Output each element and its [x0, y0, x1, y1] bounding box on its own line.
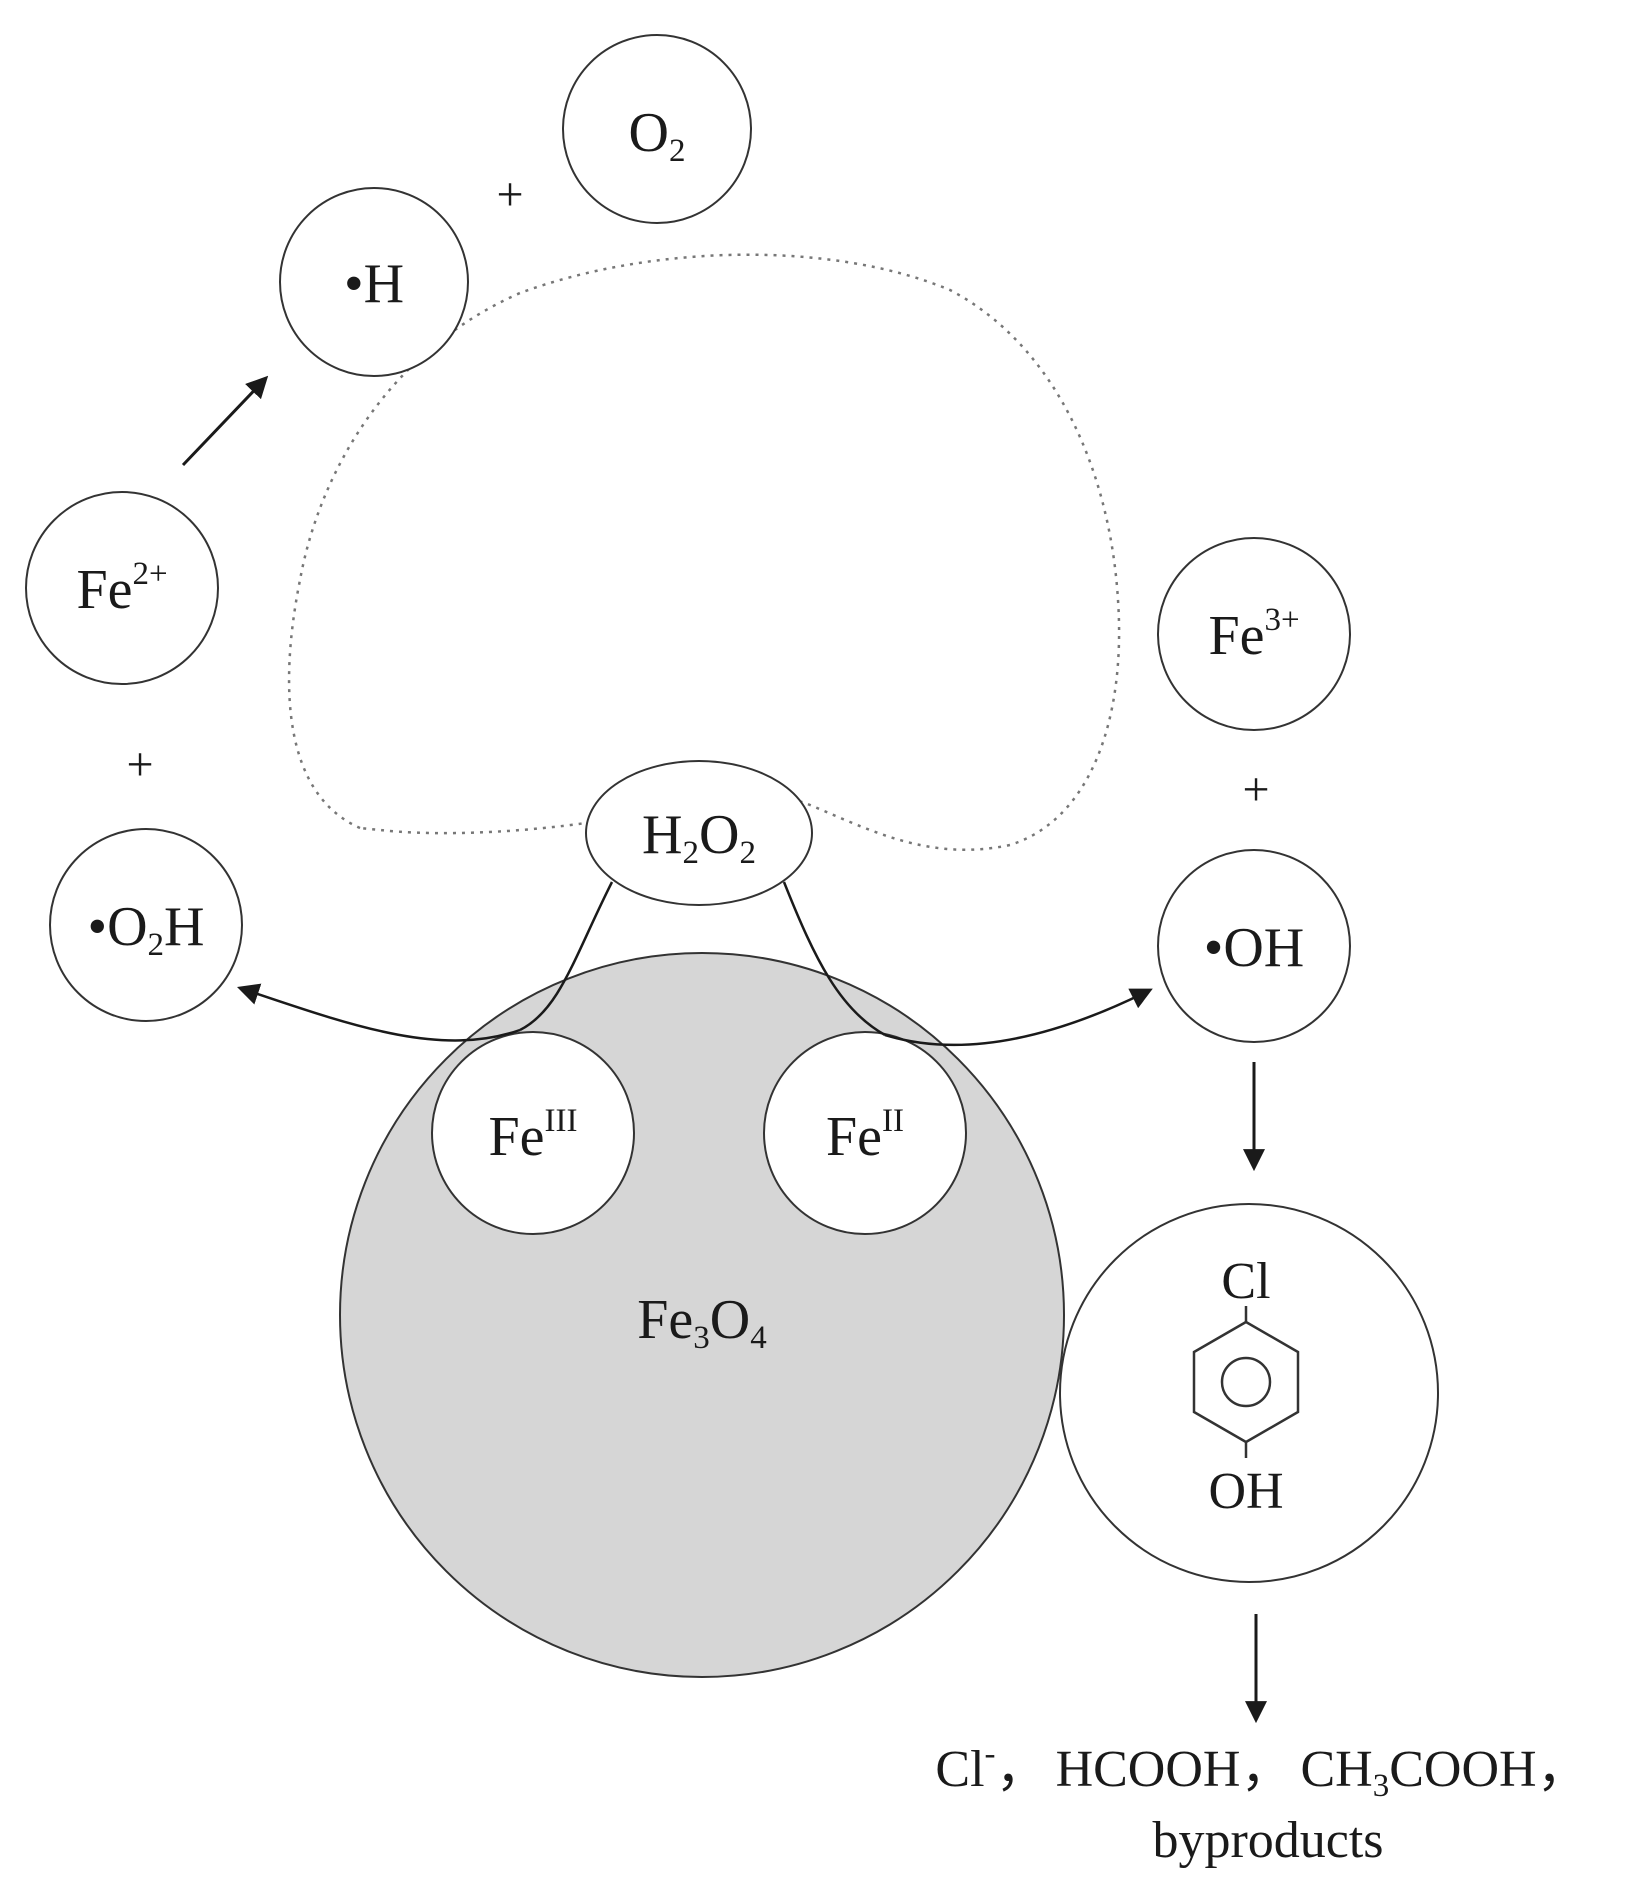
arrow-fe-iii-to-o2h: [237, 983, 521, 1042]
o2h-radical-circle: [49, 828, 243, 1022]
plus-fe3-oh: +: [1242, 763, 1269, 816]
h2o2-label: H2O2: [642, 804, 756, 871]
fe-ii-label: FeII: [826, 1103, 904, 1168]
arrow-fe-ii-to-oh: [884, 988, 1153, 1047]
fe3o4-nanoparticle: [339, 952, 1065, 1678]
aromatic-ring-circle: [1220, 1356, 1272, 1408]
h-radical-label: •H: [344, 253, 404, 315]
fe2-circle: [25, 491, 219, 685]
oh-radical-circle: [1157, 849, 1351, 1043]
curve-h2o2-to-fe-iii: [519, 881, 614, 1032]
chlorophenol-circle: [1059, 1203, 1439, 1583]
h-radical-circle: [279, 187, 469, 377]
plus-fe2-o2h: +: [126, 738, 153, 791]
chlorophenol-oh-label: OH: [1208, 1463, 1283, 1520]
fe3-label: Fe3+: [1208, 602, 1299, 667]
chlorophenol-cl-label: Cl: [1221, 1253, 1270, 1310]
fe-ii-site: [763, 1031, 967, 1235]
h2o2-ellipse: [585, 760, 813, 906]
fe3o4-label: Fe3O4: [637, 1289, 766, 1356]
o2-label: O2: [629, 102, 686, 169]
products-line-2: byproducts: [1152, 1812, 1383, 1869]
products-line-1: Cl-，HCOOH，CH3COOH，: [935, 1736, 1588, 1804]
curve-h2o2-to-fe-ii: [782, 881, 886, 1037]
o2h-radical-label: •O2H: [88, 896, 205, 963]
fe2-label: Fe2+: [76, 556, 167, 621]
o2-circle: [562, 34, 752, 224]
oh-radical-label: •OH: [1204, 917, 1305, 979]
arrow-fe2-to-h: [181, 375, 269, 467]
fe-iii-site: [431, 1031, 635, 1235]
fe-iii-label: FeIII: [489, 1103, 578, 1168]
fe3-circle: [1157, 537, 1351, 731]
plus-h-o2: +: [496, 168, 523, 221]
